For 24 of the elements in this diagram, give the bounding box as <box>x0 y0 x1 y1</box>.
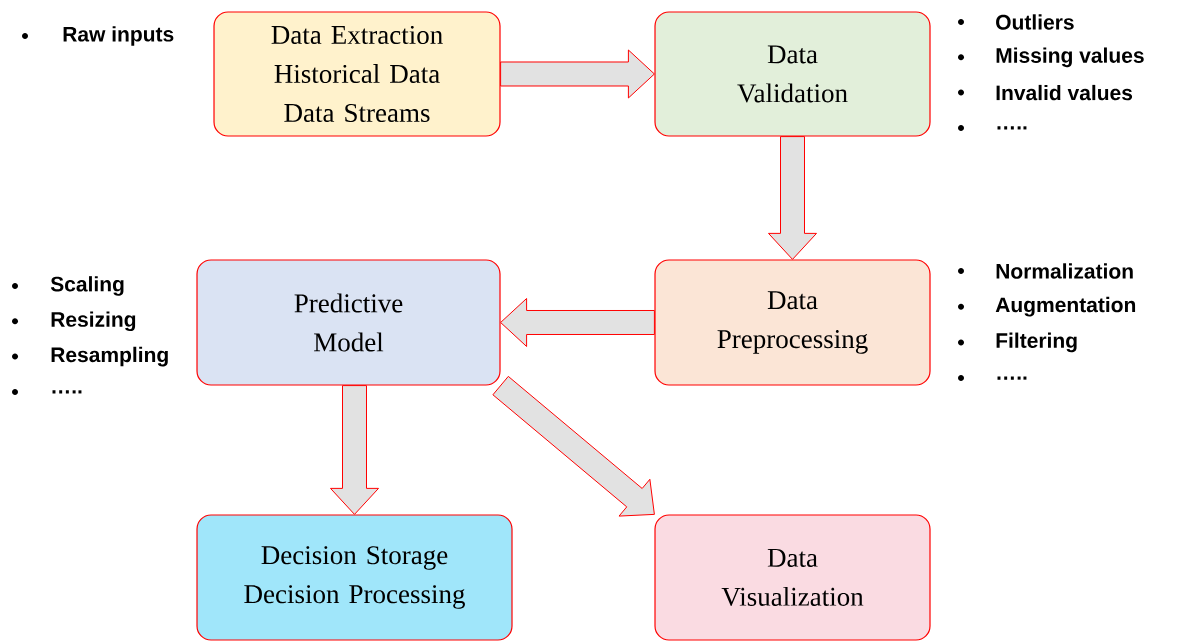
process-box: Decision Storage Decision Processing <box>196 514 513 641</box>
bullet-item: ….. <box>12 388 82 395</box>
bullet-item: Augmentation <box>958 296 1136 317</box>
bullet-item: Resampling <box>12 346 168 367</box>
block-arrow <box>330 385 379 515</box>
block-arrow <box>492 375 655 517</box>
bullet-item: ….. <box>958 124 1027 131</box>
bullet-item: Missing values <box>958 47 1144 68</box>
block-arrow <box>500 49 655 99</box>
bullet-item: Invalid values <box>958 84 1133 101</box>
bullet-item: Outliers <box>958 14 1074 30</box>
process-box: Data Validation <box>654 11 931 137</box>
block-arrow <box>500 298 655 347</box>
bullet-item: Raw inputs <box>22 26 174 46</box>
process-box: Predictive Model <box>196 259 501 386</box>
process-box: Data Extraction Historical Data Data Streams <box>213 11 501 137</box>
process-box: Data Preprocessing <box>654 259 931 386</box>
block-arrow <box>768 136 817 260</box>
bullet-item: Scaling <box>12 276 124 296</box>
bullet-item: Filtering <box>958 332 1077 353</box>
process-box: Data Visualization <box>654 514 931 641</box>
bullet-item: Resizing <box>12 311 136 332</box>
bullet-item: ….. <box>958 375 1027 382</box>
bullet-item: Normalization <box>958 263 1133 279</box>
